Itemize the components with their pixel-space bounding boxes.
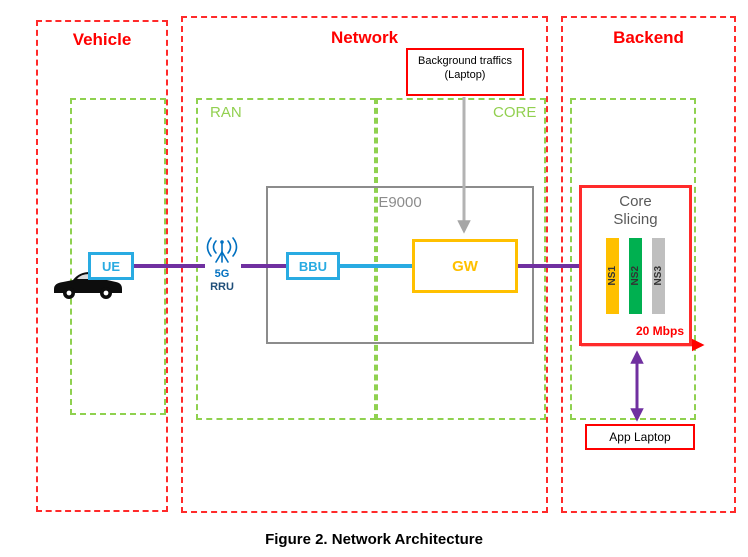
car-icon [54,272,122,299]
ran-zone-label: RAN [210,104,242,121]
rru-5g-label: 5G [214,268,230,280]
network-section-title: Network [330,28,399,47]
ns1-label: NS1 [607,266,618,286]
core-zone-frame [376,98,546,420]
core-slicing-title: Core Slicing [613,193,658,228]
antenna-icon [206,237,238,263]
vehicle-section-title: Vehicle [72,30,132,49]
bbu-node: BBU [286,252,340,280]
rru-label: RRU [210,280,234,293]
ns3-bar: NS3 [652,238,665,314]
bbu-label: BBU [298,258,328,274]
bandwidth-label: 20 Mbps [635,324,684,338]
gw-label: GW [452,257,478,275]
ue-label: UE [101,258,121,274]
e9000-label: E9000 [378,194,422,211]
core-slicing-node: Core Slicing NS1 NS2 NS3 20 Mbps [579,185,692,346]
ns3-label: NS3 [653,266,664,286]
network-slices: NS1 NS2 NS3 [582,238,689,314]
app-laptop-label: App Laptop [609,430,671,444]
ns2-bar: NS2 [629,238,642,314]
figure-caption: Figure 2. Network Architecture [265,531,483,548]
vehicle-zone-frame [70,98,166,415]
core-zone-label: CORE [493,104,537,121]
ran-zone-frame [196,98,376,420]
rru-node: 5G RRU [198,236,246,293]
ns1-bar: NS1 [606,238,619,314]
backend-section-title: Backend [613,28,684,47]
background-traffic-node: Background traffics (Laptop) [406,48,524,96]
ns2-label: NS2 [630,266,641,286]
app-laptop-node: App Laptop [585,424,695,450]
gw-node: GW [412,239,518,293]
ue-node: UE [88,252,134,280]
background-traffic-label: Background traffics (Laptop) [418,55,512,82]
